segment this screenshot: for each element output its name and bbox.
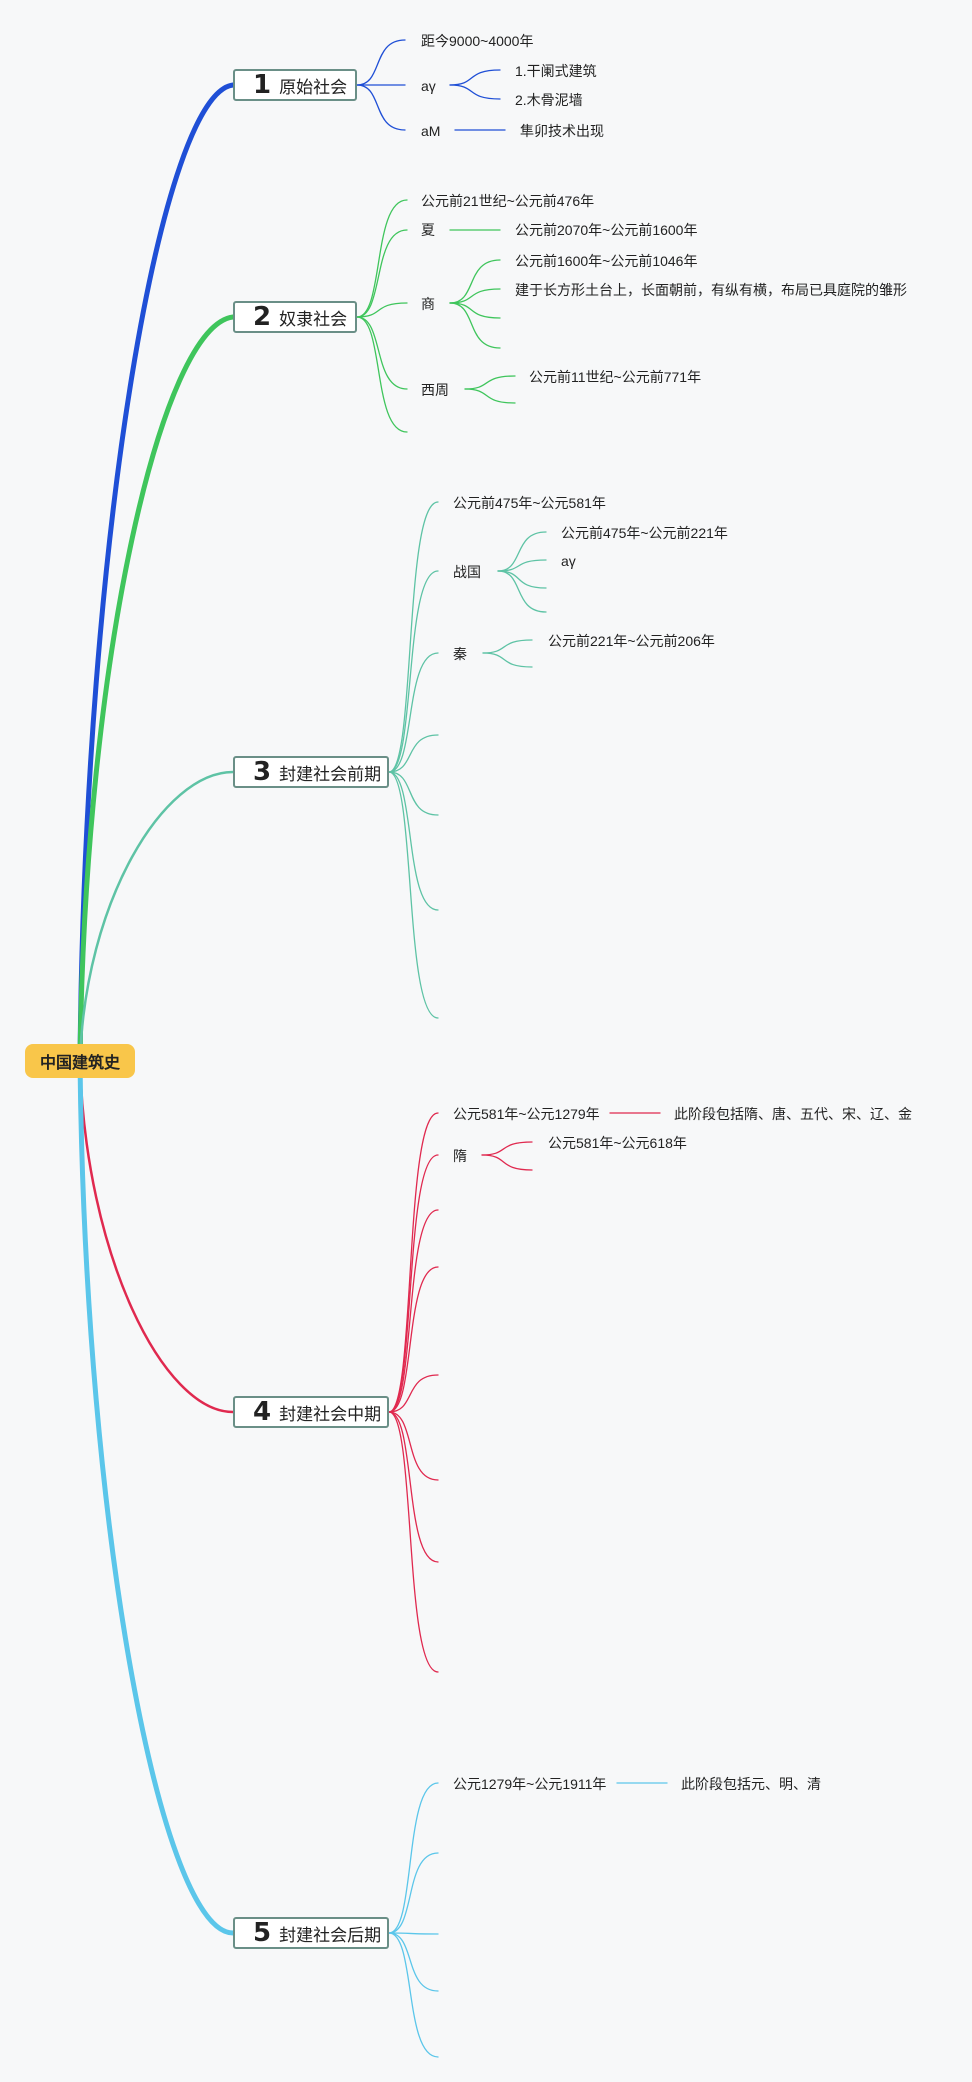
s3-sub-qin-2: [482, 652, 533, 668]
s3-branch-2: [388, 570, 439, 773]
stage-1-item-2-child-1[interactable]: 1.干阑式建筑: [515, 63, 597, 79]
stage-label-3: 封建社会前期: [279, 764, 382, 784]
s4-branch-4: [388, 1266, 439, 1413]
s2-branch-4: [356, 316, 408, 390]
s3-branch-5: [388, 771, 439, 816]
stage-4-item-1-child-1[interactable]: 此阶段包括隋、唐、五代、宋、辽、金: [674, 1106, 912, 1122]
s1-sub-a: [449, 69, 501, 86]
stage-node-5[interactable]: 5 封建社会后期: [233, 1917, 389, 1949]
s4-branch-7: [388, 1411, 439, 1563]
stage-label-1: 原始社会: [279, 77, 348, 97]
s3-branch-6: [388, 771, 439, 911]
s3-branch-4: [388, 734, 439, 773]
stage-label-2: 奴隶社会: [279, 309, 348, 329]
s3-branch-1: [388, 501, 439, 773]
s2-branch-5: [356, 316, 408, 433]
stage-3-item-2-child-2[interactable]: aγ: [561, 553, 576, 569]
s5-branch-3: [388, 1932, 439, 1935]
s3-branch-7: [388, 771, 439, 1019]
s2-branch-2: [356, 229, 408, 318]
s4-branch-6: [388, 1411, 439, 1481]
stage-3-item-1[interactable]: 公元前475年~公元581年: [453, 495, 606, 511]
stage-4-item-2-child-1[interactable]: 公元581年~公元618年: [548, 1135, 687, 1151]
stage-2-item-3[interactable]: 商: [421, 296, 435, 312]
root-link-4: [78, 1059, 235, 1414]
stage-number-2: 2: [253, 302, 272, 332]
s2-sub-shang-3: [449, 302, 501, 319]
stage-node-1[interactable]: 1 原始社会: [233, 69, 357, 101]
stage-node-3[interactable]: 3 封建社会前期: [233, 756, 389, 788]
stage-5-item-1-child-1[interactable]: 此阶段包括元、明、清: [681, 1776, 821, 1792]
s2-branch-1: [356, 199, 408, 318]
stage-3-item-3[interactable]: 秦: [453, 646, 467, 662]
s5-branch-2: [388, 1852, 439, 1934]
s1-branch-3: [356, 84, 406, 131]
s2-sub-shang-4: [449, 302, 501, 349]
s2-sub-zhou-1: [464, 375, 516, 390]
root-link-1: [77, 82, 236, 1064]
stage-1-item-1[interactable]: 距今9000~4000年: [421, 33, 534, 49]
stage-2-item-2[interactable]: 夏: [421, 222, 435, 238]
stage-1-item-3-child-1[interactable]: 隼卯技术出现: [520, 123, 604, 139]
root-node[interactable]: 中国建筑史: [25, 1044, 135, 1078]
stage-node-4[interactable]: 4 封建社会中期: [233, 1396, 389, 1428]
stage-label-4: 封建社会中期: [279, 1404, 382, 1424]
s3-sub-qin-1: [482, 639, 533, 654]
root-title: 中国建筑史: [39, 1055, 120, 1072]
stage-2-item-1[interactable]: 公元前21世纪~公元前476年: [421, 193, 595, 209]
root-link-3: [78, 770, 235, 1063]
s3-sub-zg-1: [497, 531, 547, 572]
stage-4-item-1[interactable]: 公元581年~公元1279年: [453, 1106, 600, 1122]
s2-sub-zhou-2: [464, 388, 516, 404]
stage-2-item-3-child-2[interactable]: 建于长方形土台上，长面朝前，有纵有横，布局已具庭院的雏形: [515, 282, 907, 298]
s4-sub-sui-2: [481, 1154, 533, 1171]
stage-3-item-2[interactable]: 战国: [453, 564, 481, 580]
s4-branch-2: [388, 1154, 439, 1413]
s2-sub-shang-2: [449, 288, 501, 304]
s5-branch-5: [388, 1932, 439, 2058]
stage-node-2[interactable]: 2 奴隶社会: [233, 301, 357, 333]
stage-1-item-3[interactable]: aM: [421, 123, 441, 139]
s5-branch-4: [388, 1932, 439, 1992]
s4-branch-8: [388, 1411, 439, 1673]
s1-branch-1: [356, 39, 406, 86]
stage-5-item-1[interactable]: 公元1279年~公元1911年: [453, 1776, 607, 1792]
s4-branch-1: [388, 1112, 439, 1413]
s3-sub-zg-4: [497, 570, 547, 613]
stage-3-item-3-child-1[interactable]: 公元前221年~公元前206年: [548, 633, 715, 649]
s2-branch-3: [356, 302, 408, 318]
stage-4-item-2[interactable]: 隋: [453, 1148, 467, 1164]
stage-number-4: 4: [253, 1397, 272, 1427]
stage-number-5: 5: [253, 1918, 272, 1948]
root-link-5: [77, 1058, 236, 1936]
s3-sub-zg-2: [497, 559, 547, 572]
stage-2-item-2-child-1[interactable]: 公元前2070年~公元前1600年: [515, 222, 698, 238]
stage-label-5: 封建社会后期: [279, 1925, 382, 1945]
s3-branch-3: [388, 652, 439, 773]
stage-1-item-2-child-2[interactable]: 2.木骨泥墙: [515, 92, 583, 108]
stage-number-1: 1: [253, 70, 272, 100]
s5-branch-1: [388, 1782, 439, 1934]
s1-sub-b: [449, 84, 501, 100]
s2-sub-shang-1: [449, 259, 501, 304]
s3-sub-zg-3: [497, 570, 547, 589]
s4-sub-sui-1: [481, 1141, 533, 1156]
stage-3-item-2-child-1[interactable]: 公元前475年~公元前221年: [561, 525, 728, 541]
s4-branch-5: [388, 1374, 439, 1413]
stage-2-item-3-child-1[interactable]: 公元前1600年~公元前1046年: [515, 253, 698, 269]
stage-1-item-2[interactable]: aγ: [421, 78, 436, 94]
stage-number-3: 3: [253, 757, 272, 787]
stage-2-item-4[interactable]: 西周: [421, 382, 449, 398]
s4-branch-3: [388, 1209, 439, 1413]
stage-2-item-4-child-1[interactable]: 公元前11世纪~公元前771年: [529, 369, 702, 385]
root-link-2: [77, 314, 236, 1064]
